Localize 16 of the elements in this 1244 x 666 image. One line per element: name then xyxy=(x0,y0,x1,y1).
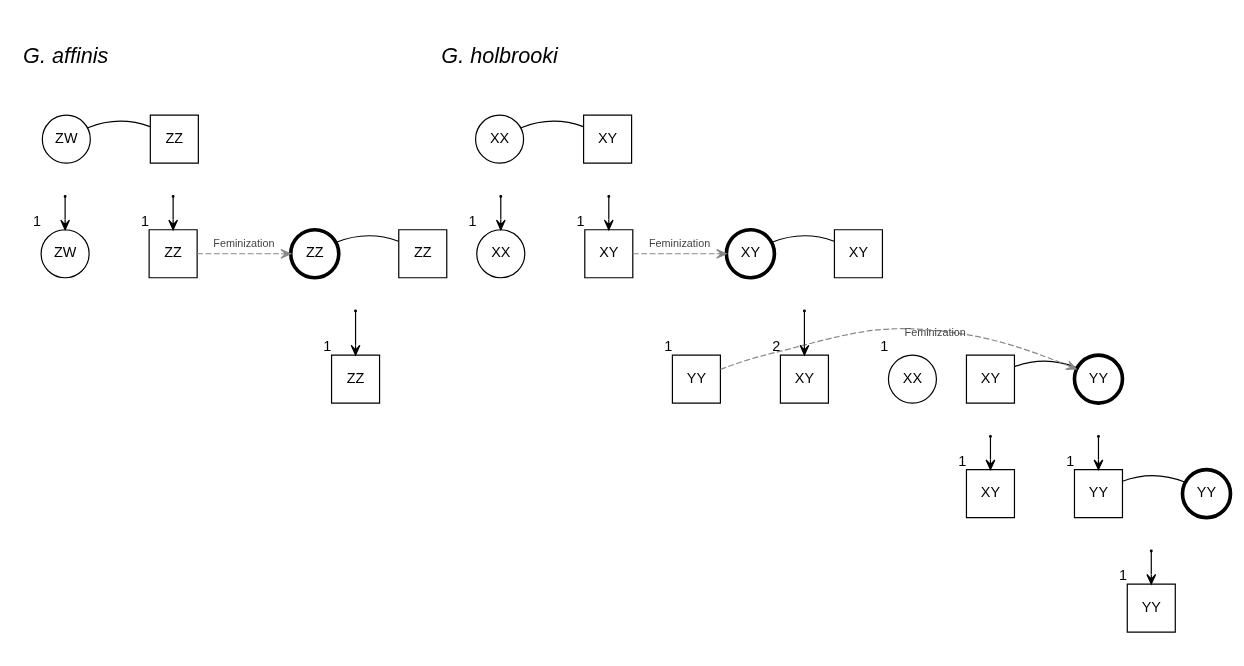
node-label: 1 xyxy=(1066,452,1075,469)
node-label: 1 xyxy=(140,212,149,229)
node-label: 1 xyxy=(468,212,477,229)
node-label: 1 xyxy=(576,212,585,229)
label: G. affinis xyxy=(23,42,109,68)
edge-label: Feminization xyxy=(904,325,966,338)
node-label: 1 xyxy=(880,337,889,354)
label: G. holbrooki xyxy=(441,42,558,68)
edge-label: Feminization xyxy=(649,236,711,249)
node-label: 2 xyxy=(772,337,781,354)
node-label: 1 xyxy=(1119,566,1128,583)
node-label: 1 xyxy=(664,337,673,354)
edge-label: Feminization xyxy=(213,236,275,249)
node-label: 1 xyxy=(958,452,967,469)
node-label: 1 xyxy=(32,212,41,229)
node-label: 1 xyxy=(323,337,332,354)
